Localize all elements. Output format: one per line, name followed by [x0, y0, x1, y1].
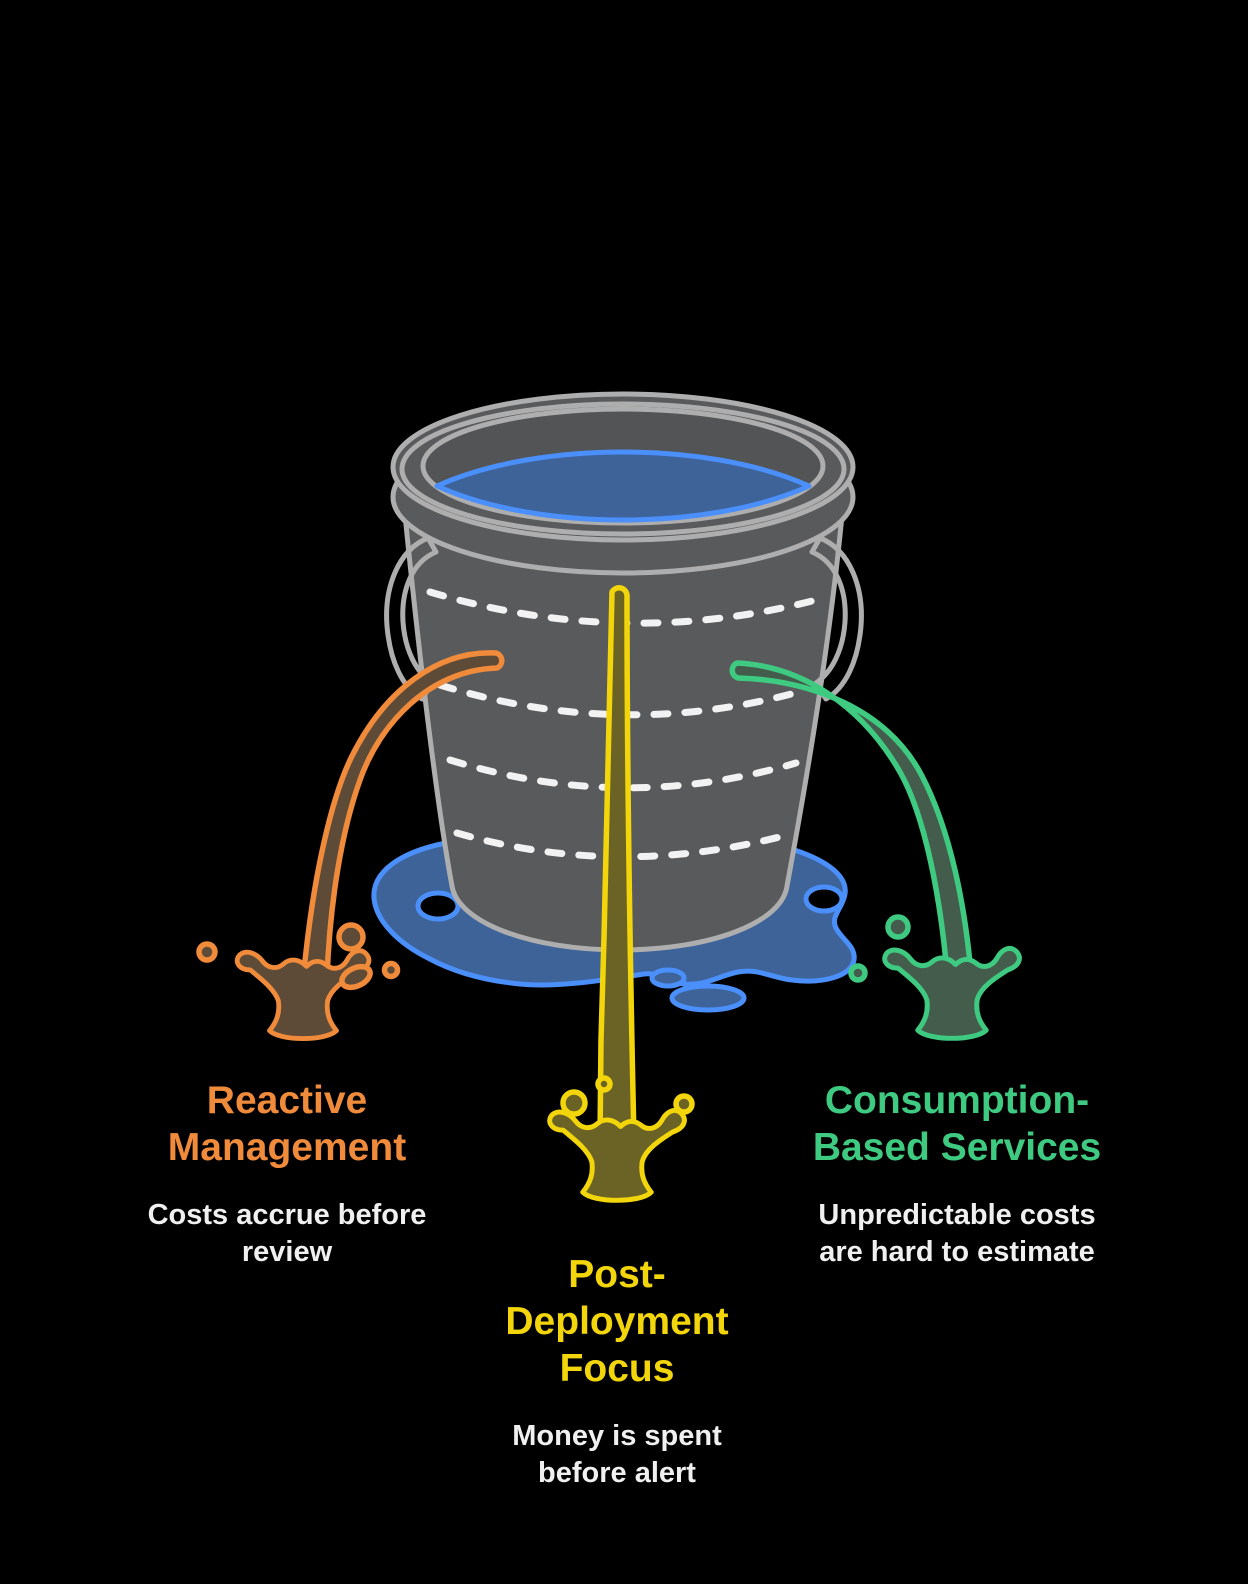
bucket-handle-left	[384, 535, 439, 702]
consumption-droplet	[848, 963, 868, 983]
post-title-line: Focus	[559, 1347, 675, 1390]
reactive-leak-icon	[196, 650, 505, 1039]
reactive-title: Reactive Management	[117, 1077, 457, 1171]
bucket-handle-right	[809, 535, 864, 702]
post-deployment-title: Post- Deployment Focus	[447, 1251, 787, 1392]
puddle-droplet-large	[669, 983, 747, 1013]
post-title-line: Deployment	[505, 1300, 729, 1343]
reactive-desc-line: Costs accrue before	[147, 1199, 427, 1231]
puddle-droplet-small	[649, 967, 687, 989]
consumption-splash	[885, 948, 1020, 1038]
consumption-title-line: Consumption-	[824, 1079, 1090, 1122]
post-droplet	[560, 1089, 588, 1117]
reactive-droplet	[381, 960, 401, 980]
post-deployment-splash	[550, 1110, 685, 1200]
post-desc-line: before alert	[538, 1457, 696, 1489]
post-deployment-leak-icon	[550, 585, 695, 1201]
reactive-droplet	[339, 963, 373, 991]
consumption-desc-line: are hard to estimate	[819, 1236, 1095, 1268]
reactive-desc-line: review	[241, 1236, 333, 1268]
consumption-droplet	[885, 914, 911, 940]
post-droplet	[595, 1075, 613, 1093]
reactive-droplet	[336, 922, 366, 952]
consumption-leak-icon	[729, 660, 1020, 1038]
consumption-title: Consumption- Based Services	[787, 1077, 1127, 1171]
bucket-rim-top-line	[399, 401, 847, 537]
reactive-label-block: Reactive Management Costs accrue before …	[117, 1077, 457, 1271]
reactive-title-line: Management	[167, 1126, 407, 1169]
post-title-line: Post-	[568, 1253, 666, 1296]
post-deployment-label-block: Post- Deployment Focus Money is spent be…	[447, 1251, 787, 1492]
reactive-description: Costs accrue before review	[117, 1197, 457, 1271]
water-surface	[434, 449, 812, 523]
puddle-hole-left	[415, 890, 461, 922]
consumption-desc-line: Unpredictable costs	[818, 1199, 1096, 1231]
post-desc-line: Money is spent	[512, 1420, 722, 1452]
puddle-hole-right	[803, 884, 845, 914]
consumption-title-line: Based Services	[812, 1126, 1102, 1169]
consumption-label-block: Consumption- Based Services Unpredictabl…	[787, 1077, 1127, 1271]
reactive-splash	[237, 951, 369, 1039]
post-deployment-description: Money is spent before alert	[447, 1418, 787, 1492]
consumption-description: Unpredictable costs are hard to estimate	[787, 1197, 1127, 1271]
reactive-droplet	[196, 941, 218, 963]
post-droplet	[673, 1093, 695, 1115]
reactive-title-line: Reactive	[206, 1079, 368, 1122]
post-deployment-stream	[597, 585, 637, 1143]
